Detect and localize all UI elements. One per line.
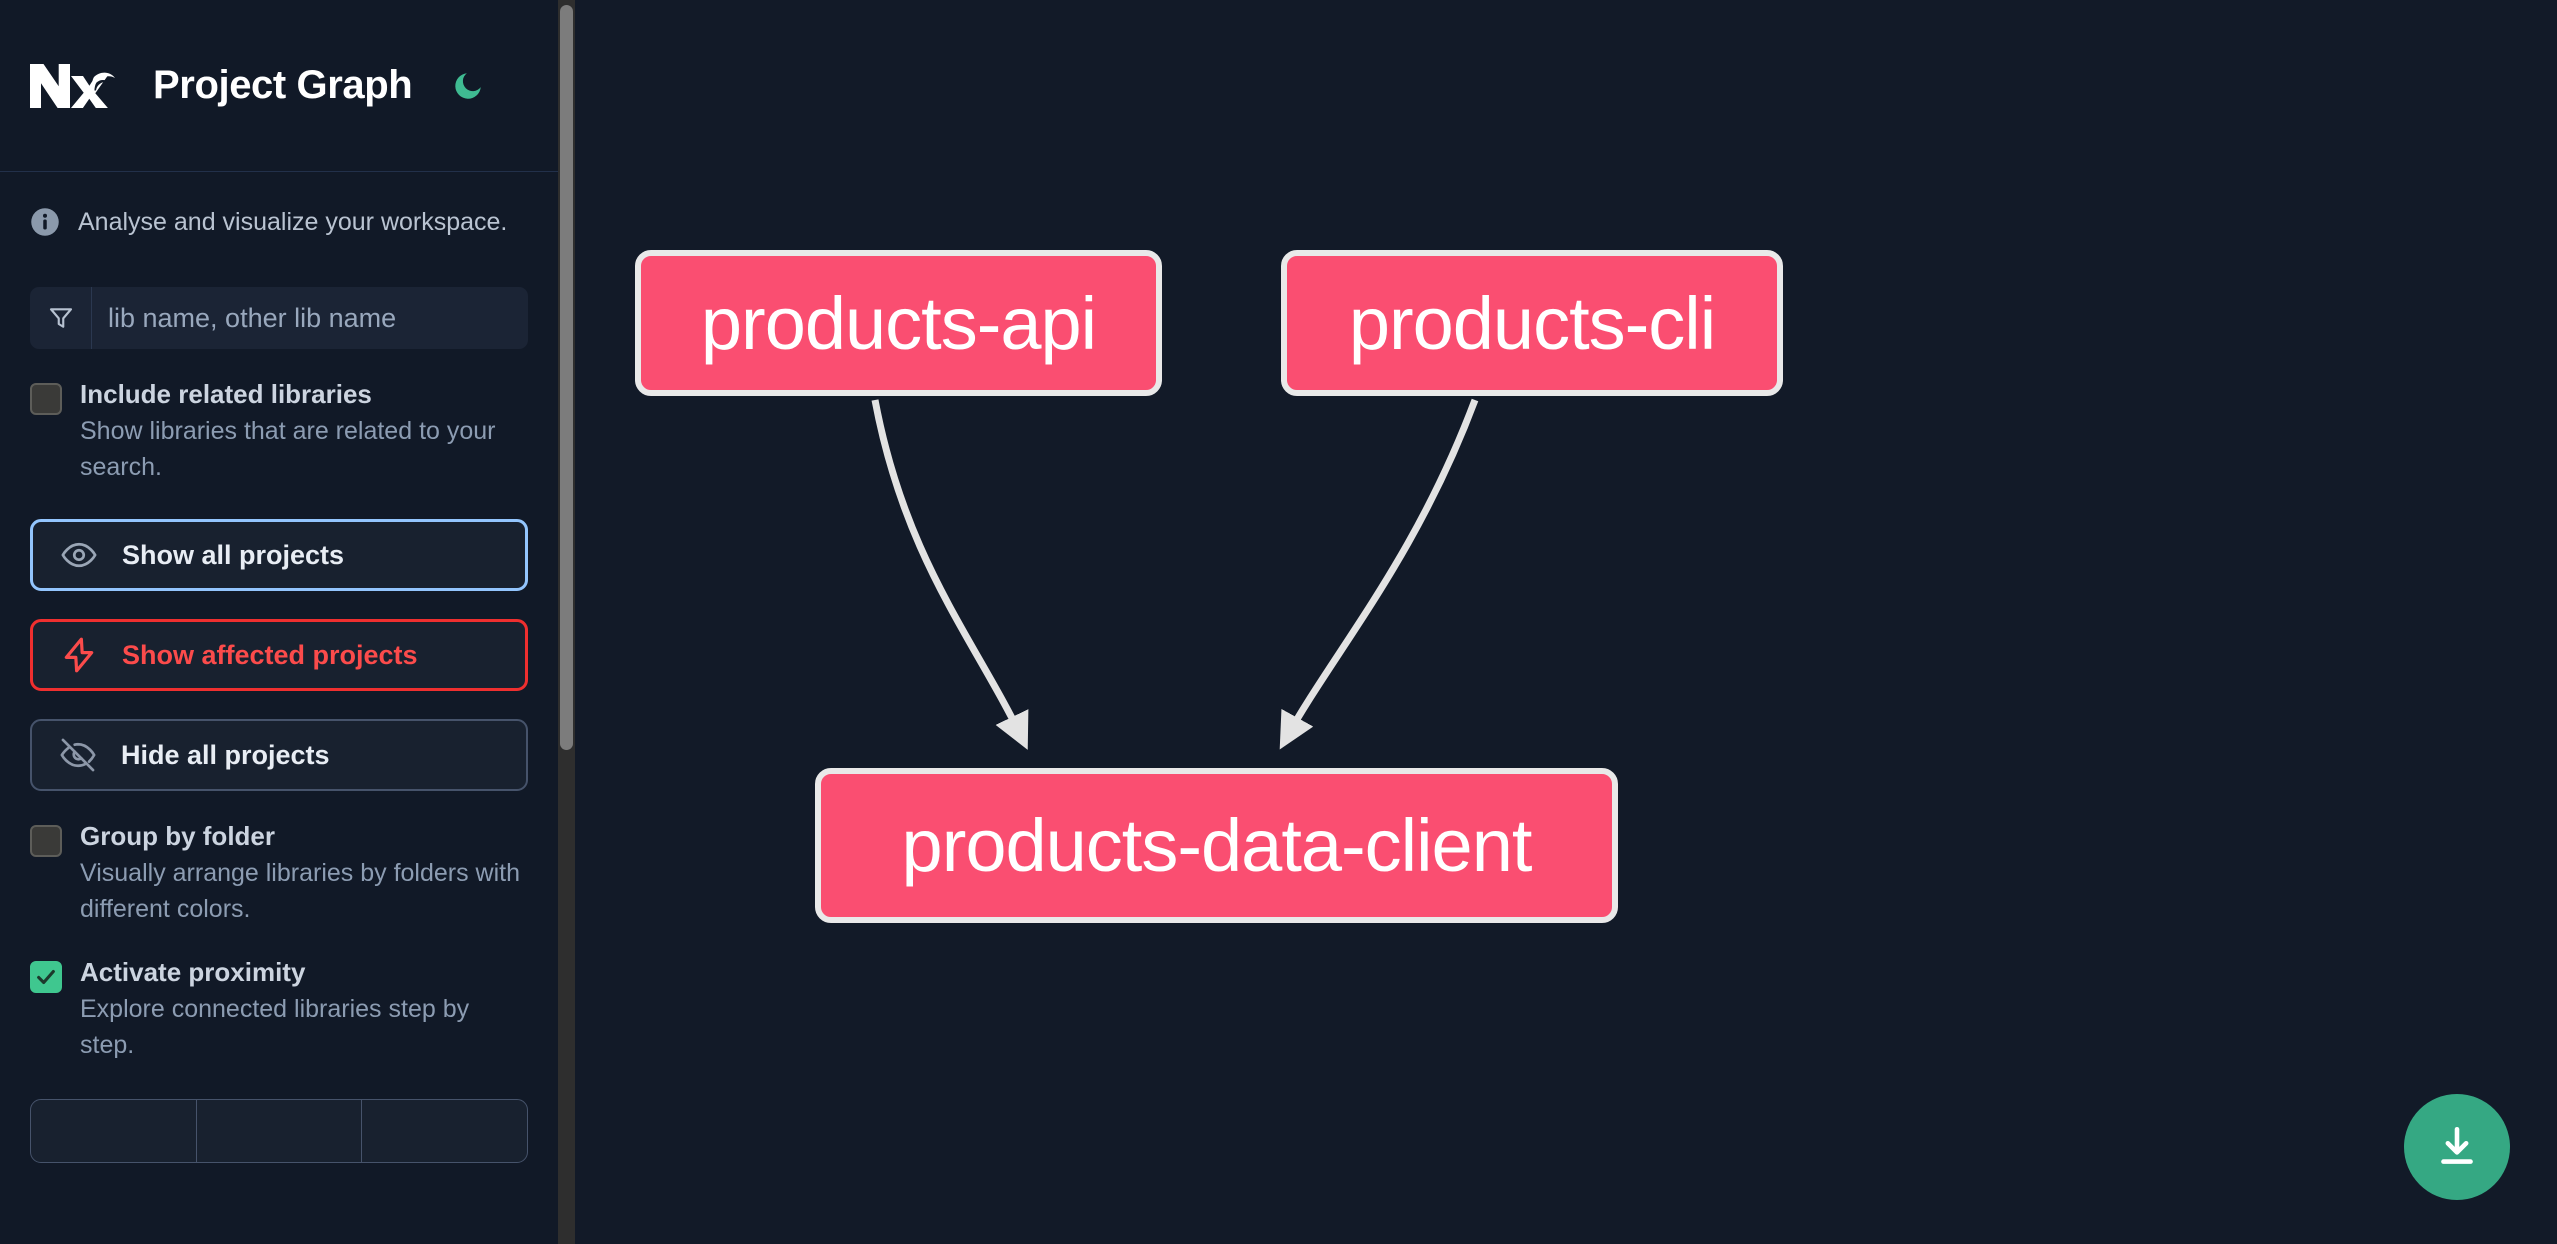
checkbox-group-by-folder[interactable]: Group by folder Visually arrange librari… [30, 819, 528, 927]
tagline: Analyse and visualize your workspace. [30, 172, 528, 272]
proximity-segment-2[interactable] [197, 1100, 363, 1163]
hide-all-projects-label: Hide all projects [121, 739, 330, 770]
graph-node-label: products-cli [1348, 281, 1716, 365]
check-icon [37, 970, 55, 985]
graph-node-products-data-client[interactable]: products-data-client [815, 768, 1618, 923]
proximity-segmented-control[interactable] [30, 1099, 528, 1164]
hide-all-projects-button[interactable]: Hide all projects [30, 719, 528, 792]
show-all-projects-label: Show all projects [122, 539, 345, 570]
search-row [30, 287, 528, 349]
sidebar-scroll-region: Project Graph Analyse and visualize your… [0, 0, 558, 1244]
checkbox-group-by-folder-box[interactable] [30, 825, 62, 858]
search-box[interactable] [30, 287, 528, 349]
checkbox-label: Group by folder [80, 821, 275, 852]
info-icon [31, 208, 59, 236]
sidebar-header: Project Graph [0, 0, 558, 172]
download-button[interactable] [2404, 1094, 2510, 1200]
edge-products-api-to-products-data-client [871, 399, 1029, 750]
moon-icon[interactable] [447, 65, 489, 107]
moon-glyph [455, 72, 482, 99]
checkbox-activate-proximity[interactable]: Activate proximity Explore connected lib… [30, 955, 528, 1063]
sidebar-scrollbar-thumb[interactable] [560, 5, 573, 750]
checkbox-description: Visually arrange libraries by folders wi… [80, 859, 521, 923]
edge-products-cli-to-products-data-client [1279, 398, 1479, 750]
proximity-segment-1[interactable] [31, 1100, 197, 1163]
checkbox-activate-proximity-box[interactable] [30, 961, 62, 994]
checkbox-description: Explore connected libraries step by step… [80, 995, 470, 1059]
lightning-icon [59, 635, 99, 675]
checkbox-label: Include related libraries [80, 379, 372, 409]
checkbox-description: Show libraries that are related to your … [80, 417, 496, 481]
filter-icon [30, 287, 92, 349]
download-icon [2441, 1127, 2473, 1164]
sidebar-scrollbar-track[interactable] [558, 0, 575, 1244]
sidebar: Project Graph Analyse and visualize your… [0, 0, 575, 1244]
eye-icon [59, 535, 99, 575]
checkbox-group-by-folder-texts: Group by folder Visually arrange librari… [80, 819, 528, 927]
show-all-projects-button[interactable]: Show all projects [30, 519, 528, 592]
sidebar-body: Analyse and visualize your workspace. [0, 172, 558, 1164]
checkbox-include-related-libraries-texts: Include related libraries Show libraries… [80, 377, 528, 485]
lightning-glyph [64, 637, 94, 673]
checkbox-include-related-libraries[interactable]: Include related libraries Show libraries… [30, 377, 528, 485]
graph-node-products-cli[interactable]: products-cli [1281, 250, 1783, 396]
graph-node-label: products-data-client [901, 804, 1533, 887]
nx-logo [30, 63, 115, 108]
show-affected-projects-button[interactable]: Show affected projects [30, 619, 528, 692]
tagline-text: Analyse and visualize your workspace. [78, 207, 508, 236]
eye-glyph [61, 542, 97, 568]
graph-canvas[interactable]: products-api products-cli products-data-… [575, 0, 2557, 1244]
page-title: Project Graph [153, 63, 413, 107]
proximity-segment-3[interactable] [362, 1100, 527, 1162]
eye-off-icon [58, 735, 98, 775]
search-input[interactable] [92, 287, 528, 349]
funnel-glyph [49, 308, 72, 328]
checkbox-label: Activate proximity [80, 957, 306, 988]
checkbox-include-related-libraries-box[interactable] [30, 383, 62, 415]
visibility-button-group: Show all projects Show affected projects [30, 519, 528, 792]
graph-edges-layer [871, 398, 1479, 750]
eye-off-glyph [60, 738, 96, 772]
graph-node-label: products-api [700, 281, 1097, 365]
checkbox-activate-proximity-texts: Activate proximity Explore connected lib… [80, 955, 528, 1063]
show-affected-projects-label: Show affected projects [122, 639, 418, 670]
graph-node-products-api[interactable]: products-api [635, 250, 1162, 396]
